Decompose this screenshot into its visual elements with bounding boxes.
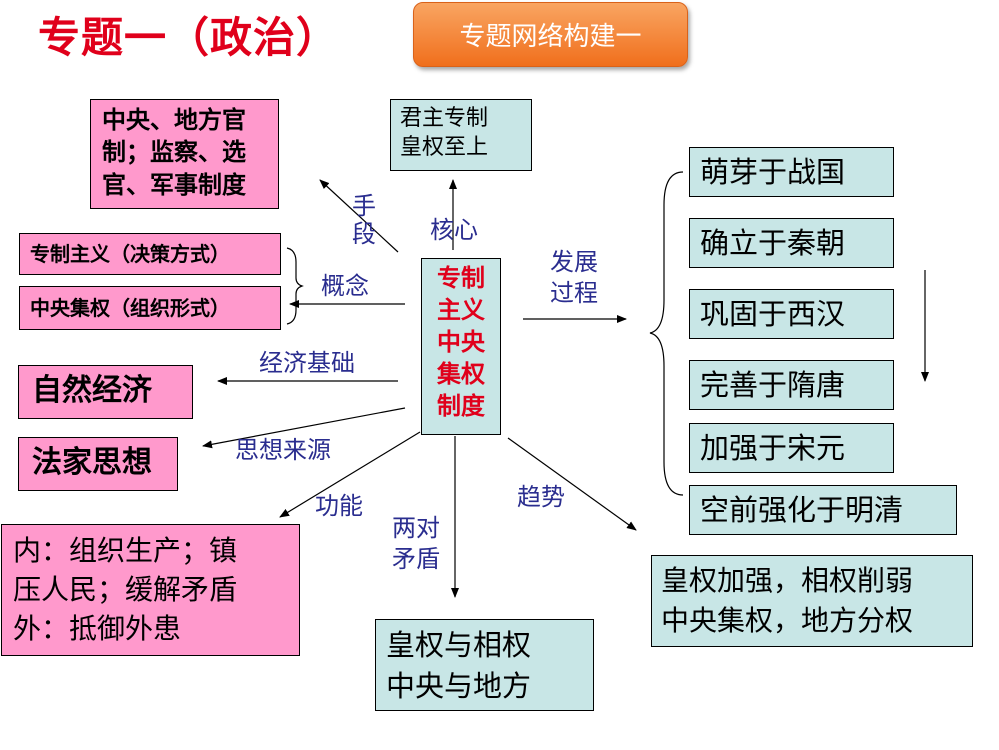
center-line: 制度 — [437, 391, 485, 420]
trend-box: 皇权加强，相权削弱 中央集权，地方分权 — [651, 555, 973, 647]
function-line: 外：抵御外患 — [13, 612, 182, 646]
page-title: 专题一（政治） — [38, 13, 340, 62]
label-development-line: 发展 — [550, 248, 598, 276]
concept-brace — [286, 247, 304, 325]
stage-item: 萌芽于战国 — [689, 147, 894, 197]
center-line: 主义 — [437, 295, 485, 324]
label-trend: 趋势 — [517, 483, 565, 511]
arrow-means — [319, 179, 399, 253]
label-economic-base: 经济基础 — [259, 349, 355, 377]
stage-item: 加强于宋元 — [689, 423, 894, 473]
core-line: 君主专制 — [400, 106, 489, 131]
economy-box: 自然经济 — [18, 365, 193, 419]
contradictions-line: 皇权与相权 — [386, 628, 532, 662]
means-line: 官、军事制度 — [102, 170, 246, 199]
means-box: 中央、地方官 制；监察、选 官、军事制度 — [90, 99, 279, 209]
label-development-line: 过程 — [550, 279, 598, 308]
label-function: 功能 — [315, 492, 363, 520]
label-development: 发展 过程 — [550, 247, 598, 309]
trend-line: 中央集权，地方分权 — [661, 603, 914, 637]
label-concept: 概念 — [321, 272, 369, 300]
stage-item: 空前强化于明清 — [689, 485, 957, 535]
section-tag-button[interactable]: 专题网络构建一 — [413, 2, 688, 67]
stage-item: 确立于秦朝 — [689, 218, 894, 268]
function-line: 内：组织生产；镇 — [13, 534, 238, 567]
function-line: 压人民；缓解矛盾 — [13, 573, 238, 607]
label-contradictions-line: 两对 — [392, 514, 440, 542]
stage-item: 完善于隋唐 — [689, 360, 894, 410]
concept-box-1: 专制主义（决策方式） — [19, 233, 281, 275]
means-line: 制；监察、选 — [102, 138, 246, 167]
center-line: 中央 — [437, 327, 485, 356]
label-thought-source: 思想来源 — [235, 436, 331, 464]
label-core: 核心 — [430, 216, 478, 244]
core-line: 皇权至上 — [400, 135, 489, 161]
core-box: 君主专制 皇权至上 — [390, 99, 532, 171]
concept-box-2: 中央集权（组织形式） — [19, 286, 281, 330]
center-line: 专制 — [437, 264, 485, 292]
arrow-thought — [202, 407, 406, 449]
stage-item: 巩固于西汉 — [689, 289, 894, 339]
label-means-char: 手 — [352, 192, 376, 220]
label-means: 手 段 — [352, 192, 376, 248]
function-box: 内：组织生产；镇 压人民；缓解矛盾 外：抵御外患 — [1, 524, 300, 656]
center-line: 集权 — [437, 359, 485, 388]
stages-brace — [649, 171, 684, 496]
means-line: 中央、地方官 — [102, 106, 246, 134]
thought-box: 法家思想 — [18, 437, 178, 491]
label-two-contradictions: 两对 矛盾 — [392, 513, 440, 575]
label-means-char: 段 — [352, 219, 376, 248]
center-node: 专制 主义 中央 集权 制度 — [421, 258, 501, 435]
label-contradictions-line: 矛盾 — [392, 545, 440, 574]
contradictions-box: 皇权与相权 中央与地方 — [375, 619, 594, 711]
arrow-trend — [507, 437, 637, 531]
trend-line: 皇权加强，相权削弱 — [661, 564, 914, 597]
arrow-function — [279, 431, 421, 518]
contradictions-line: 中央与地方 — [386, 669, 532, 704]
